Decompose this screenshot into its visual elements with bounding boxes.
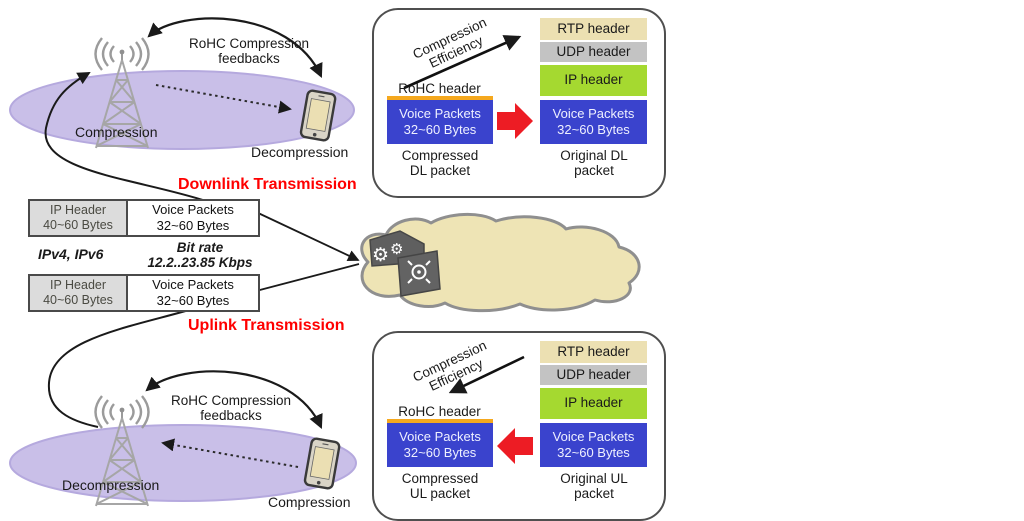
core-router-icon: ⚙ ⚙: [369, 230, 441, 297]
uplink-transmission-label: Uplink Transmission: [188, 317, 345, 334]
ul-rohc-header-label: RoHC header: [398, 404, 481, 419]
dl-original-caption: Original DL packet: [560, 148, 628, 179]
ul-rohc-header-bar: [387, 419, 493, 424]
dl-rohc-header-bar: [387, 96, 493, 101]
ul-original-voice-box: Voice Packets 32~60 Bytes: [540, 423, 647, 467]
dl-original-voice-box: Voice Packets 32~60 Bytes: [540, 100, 647, 144]
downlink-transmission-curve: [44, 72, 207, 202]
dl-ip-header-box: IP header: [540, 65, 647, 96]
ul-packet-to-cloud-line: [255, 263, 360, 292]
ul-ip-packet-box: IP Header 40~60 Bytes Voice Packets 32~6…: [28, 274, 260, 312]
bit-rate-label: Bit rate 12.2..23.85 Kbps: [147, 240, 253, 271]
uplink-transmission-curve: [47, 304, 207, 428]
dl-ip-packet-box: IP Header 40~60 Bytes Voice Packets 32~6…: [28, 199, 260, 237]
ul-base-station-label: Decompression: [62, 477, 160, 493]
dl-rohc-header-label: RoHC header: [398, 81, 481, 96]
ul-feedback-arrow: [145, 370, 323, 429]
dl-compressed-voice-box: Voice Packets 32~60 Bytes: [387, 100, 493, 144]
ul-rtp-header-box: RTP header: [540, 341, 647, 363]
ul-original-caption: Original UL packet: [560, 471, 628, 502]
dl-udp-header-box: UDP header: [540, 42, 647, 62]
dl-feedback-label: RoHC Compression feedbacks: [188, 36, 310, 67]
ul-compressed-voice-box: Voice Packets 32~60 Bytes: [387, 423, 493, 467]
dl-compressed-caption: Compressed DL packet: [401, 148, 479, 179]
dl-packet-to-cloud-line: [255, 211, 360, 262]
gear-icon: ⚙: [372, 245, 389, 266]
dl-cell-coverage-ellipse: [9, 70, 355, 150]
ul-compressed-caption: Compressed UL packet: [401, 471, 479, 502]
gear-icon: ⚙: [390, 241, 403, 258]
ul-efficiency-arrow: [448, 355, 525, 394]
ip-versions-label: IPv4, IPv6: [38, 246, 104, 262]
downlink-transmission-label: Downlink Transmission: [178, 176, 357, 193]
ul-ip-header-box: IP header: [540, 388, 647, 419]
ul-feedback-label: RoHC Compression feedbacks: [170, 393, 292, 424]
dl-voice-payload-cell: Voice Packets 32~60 Bytes: [152, 202, 234, 233]
dl-radio-link-dotted-arrow: [155, 84, 292, 114]
ul-radio-link-dotted-arrow: [161, 438, 299, 468]
dl-rtp-header-box: RTP header: [540, 18, 647, 40]
dl-base-station-label: Compression: [75, 124, 158, 140]
dl-feedback-arrow: [147, 17, 323, 78]
ul-udp-header-box: UDP header: [540, 365, 647, 385]
ul-ip-header-cell: IP Header 40~60 Bytes: [30, 276, 128, 310]
dl-ip-header-cell: IP Header 40~60 Bytes: [30, 201, 128, 235]
dl-efficiency-arrow: [403, 35, 522, 90]
dl-compress-direction-arrow: [497, 103, 533, 139]
ul-voice-payload-cell: Voice Packets 32~60 Bytes: [152, 277, 234, 308]
ul-handset-label: Compression: [268, 494, 351, 510]
dl-handset-label: Decompression: [251, 144, 349, 160]
ul-compress-direction-arrow: [497, 428, 533, 464]
